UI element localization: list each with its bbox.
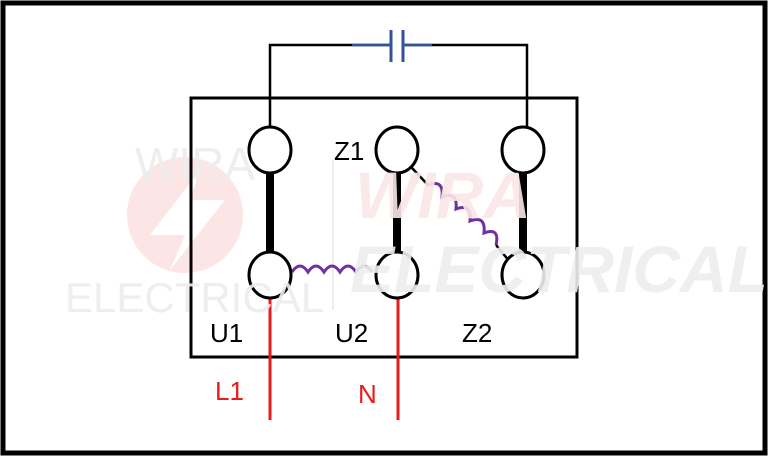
links (266, 170, 527, 256)
label-u2: U2 (335, 318, 368, 348)
watermark-logo-group (127, 157, 334, 310)
terminal-u2 (374, 250, 420, 300)
terminal-z2 (500, 250, 546, 300)
terminal-top-left (247, 125, 293, 175)
watermark-bolt-icon (150, 170, 225, 270)
watermark-text-bottom: ELECTRICAL (65, 274, 324, 321)
label-z1: Z1 (334, 136, 364, 166)
coil-u1-u2 (290, 264, 374, 275)
terminal-z1 (374, 125, 420, 175)
terminals (247, 125, 546, 300)
watermark-text-right-top: WIRA (355, 158, 531, 232)
capacitor-circuit (268, 30, 529, 126)
supply-lines (268, 298, 400, 420)
label-z2: Z2 (462, 318, 492, 348)
label-n: N (358, 379, 377, 409)
watermark-text-right-bottom: ELECTRICAL (350, 232, 768, 306)
label-l1: L1 (215, 376, 244, 406)
coil-z1-z2 (427, 182, 499, 246)
main-winding (290, 264, 374, 275)
terminal-box (189, 96, 579, 359)
watermark: WIRA ELECTRICAL WIRA ELECTRICAL (65, 138, 768, 321)
watermark-text-top: WIRA (135, 138, 255, 190)
terminal-top-right (500, 125, 546, 175)
terminal-u1 (247, 250, 293, 300)
label-u1: U1 (210, 318, 243, 348)
